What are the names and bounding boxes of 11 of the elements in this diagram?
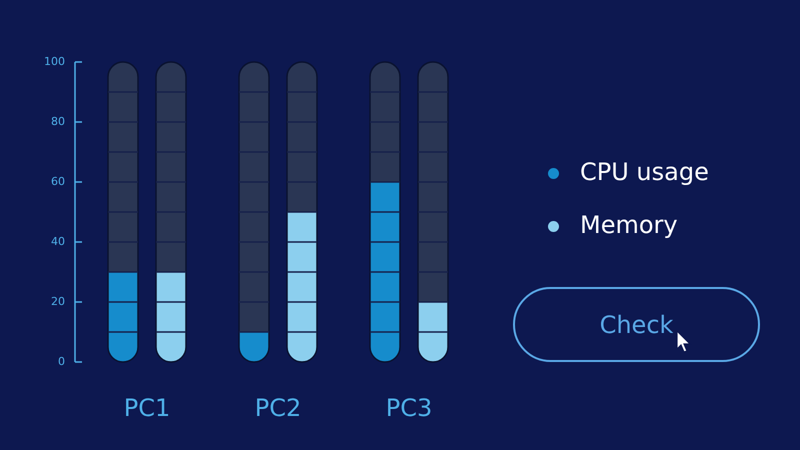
- tick-label: 80: [50, 115, 65, 128]
- tick-label: 100: [43, 55, 65, 68]
- tick-label: 20: [50, 295, 65, 308]
- tick-label: 40: [50, 235, 65, 248]
- legend-label: Memory: [580, 211, 678, 239]
- tick-label: 60: [50, 175, 65, 188]
- category-label: PC2: [254, 394, 302, 422]
- tick-label: 0: [57, 355, 65, 368]
- category-label: PC3: [384, 394, 434, 422]
- legend-label: CPU usage: [580, 158, 709, 186]
- category-label: PC1: [122, 394, 172, 422]
